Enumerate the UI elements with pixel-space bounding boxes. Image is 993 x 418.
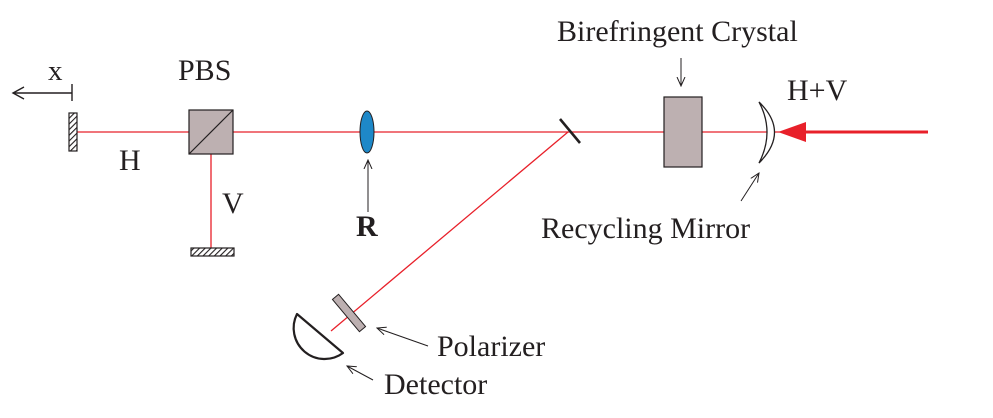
recycling-mirror-pointer: [740, 173, 759, 202]
lens-r: [359, 110, 375, 154]
h-arm-label: H: [119, 144, 141, 177]
detector-beam: [330, 131, 569, 332]
recycling-mirror-label: Recycling Mirror: [541, 212, 750, 245]
detector-label: Detector: [384, 368, 487, 401]
v-arm-mirror: [190, 247, 235, 257]
birefringent-crystal-label: Birefringent Crystal: [557, 15, 798, 48]
recycling-mirror: [758, 101, 775, 164]
v-arm-label: V: [222, 187, 244, 220]
pbs-cube: [188, 109, 234, 155]
polarizer-label: Polarizer: [437, 330, 545, 363]
detector: [292, 312, 345, 361]
input-beam-arrowhead: [778, 122, 806, 142]
x-axis-label: x: [48, 55, 63, 87]
pbs-label: PBS: [178, 54, 231, 87]
pickoff-mirror: [559, 118, 581, 144]
birefringent-crystal: [663, 96, 703, 168]
h-arm-mirror: [68, 112, 78, 152]
polarizer-pointer: [377, 328, 429, 347]
x-translation-arrow: [11, 84, 73, 101]
detector-pointer: [347, 366, 374, 381]
h-plus-v-label: H+V: [787, 74, 848, 107]
polarizer: [331, 293, 367, 333]
lens-r-label: R: [356, 210, 378, 243]
